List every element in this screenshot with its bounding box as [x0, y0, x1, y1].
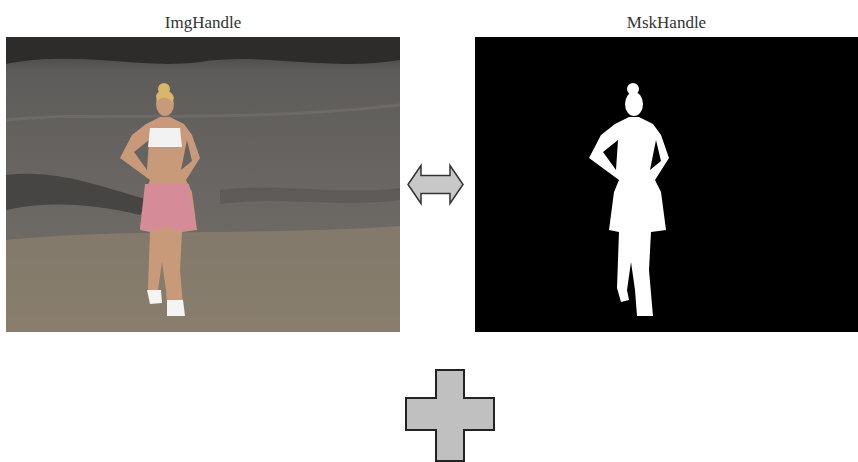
dark-rock — [6, 37, 400, 64]
image-panel: ImgHandle — [6, 8, 400, 332]
photo-ground — [6, 37, 400, 332]
photo — [6, 37, 400, 332]
double-arrow — [408, 166, 463, 204]
plus-symbol — [406, 370, 494, 461]
mask-ground — [475, 37, 858, 332]
silhouette-bun — [627, 83, 639, 95]
rock-ledge — [6, 174, 150, 215]
figure-top — [148, 128, 182, 147]
silhouette-body — [589, 117, 669, 316]
figure-shoes — [147, 290, 185, 316]
panel-heading: MskHandle — [475, 8, 858, 37]
panel-heading: ImgHandle — [6, 8, 400, 37]
gravel — [6, 226, 400, 332]
figure — [120, 117, 200, 316]
image-panel: MskHandle — [475, 8, 858, 332]
mask-silhouette — [589, 83, 669, 316]
figure-skirt — [140, 184, 196, 232]
rock-stratum — [220, 187, 400, 204]
figure-hair — [156, 90, 174, 102]
silhouette-head — [625, 92, 643, 116]
rock-line — [6, 105, 400, 120]
